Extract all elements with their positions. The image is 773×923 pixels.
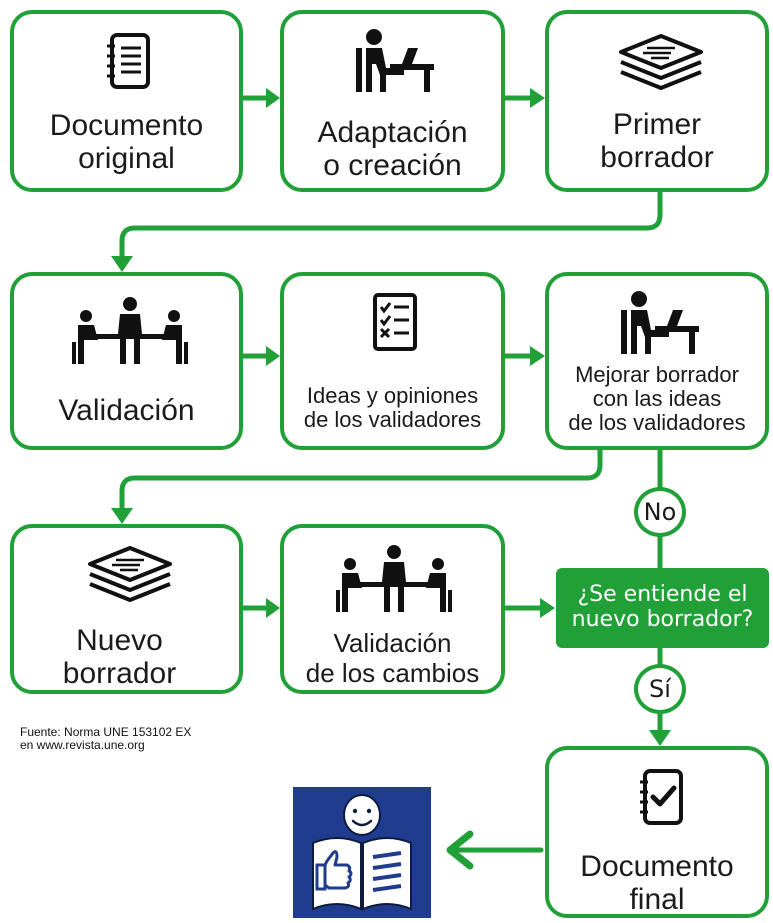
step-label: Documento original [49,109,204,175]
checklist-icon [373,293,417,351]
person-at-desk-icon [356,29,434,92]
arrowhead [649,730,671,746]
step-label: Documento final [580,850,734,916]
meeting-icon [336,545,452,612]
arrowhead [266,346,280,366]
box-documento-final: Documento final [545,746,769,918]
notebook-icon [107,33,150,89]
step-label: Nuevo borrador [62,624,177,690]
box-validacion: Validación [10,272,243,450]
arrowhead [530,88,545,108]
step-label: Ideas y opiniones de los validadores [303,383,482,432]
box-nuevo-borrador: Nuevo borrador [10,524,243,694]
step-label: Validación de los cambios [305,628,480,688]
arrowhead [111,256,133,272]
connector-mejorar-nuevo [119,447,603,513]
yes-badge: Sí [634,664,686,714]
connector-primer-validacion [119,189,663,261]
no-badge: No [634,487,686,537]
arrowhead [540,598,555,618]
document-stack-icon [619,34,703,90]
box-mejorar: Mejorar borrador con las ideas de los va… [545,272,769,450]
source-note: Fuente: Norma UNE 153102 EX en www.revis… [20,725,192,752]
person-at-desk-icon [621,291,699,354]
box-ideas: Ideas y opiniones de los validadores [280,272,505,450]
arrowhead [111,508,133,524]
document-stack-icon [88,546,172,602]
step-label: Mejorar borrador con las ideas de los va… [568,362,746,435]
arrowhead [266,88,280,108]
box-validacion-cambios: Validación de los cambios [280,524,505,694]
checked-notebook-icon [640,769,683,825]
decision-box: ¿Se entiende el nuevo borrador? [556,568,769,648]
box-adaptacion: Adaptación o creación [280,10,505,192]
box-primer-borrador: Primer borrador [545,10,769,192]
arrowhead [530,346,545,366]
step-label: Adaptación o creación [317,116,468,182]
arrowhead [446,830,474,870]
easy-to-read-logo-icon [293,787,431,918]
meeting-icon [72,297,188,364]
arrowhead [266,598,280,618]
step-label: Primer borrador [600,108,714,174]
step-label: Validación [58,394,195,427]
box-documento-original: Documento original [10,10,243,192]
